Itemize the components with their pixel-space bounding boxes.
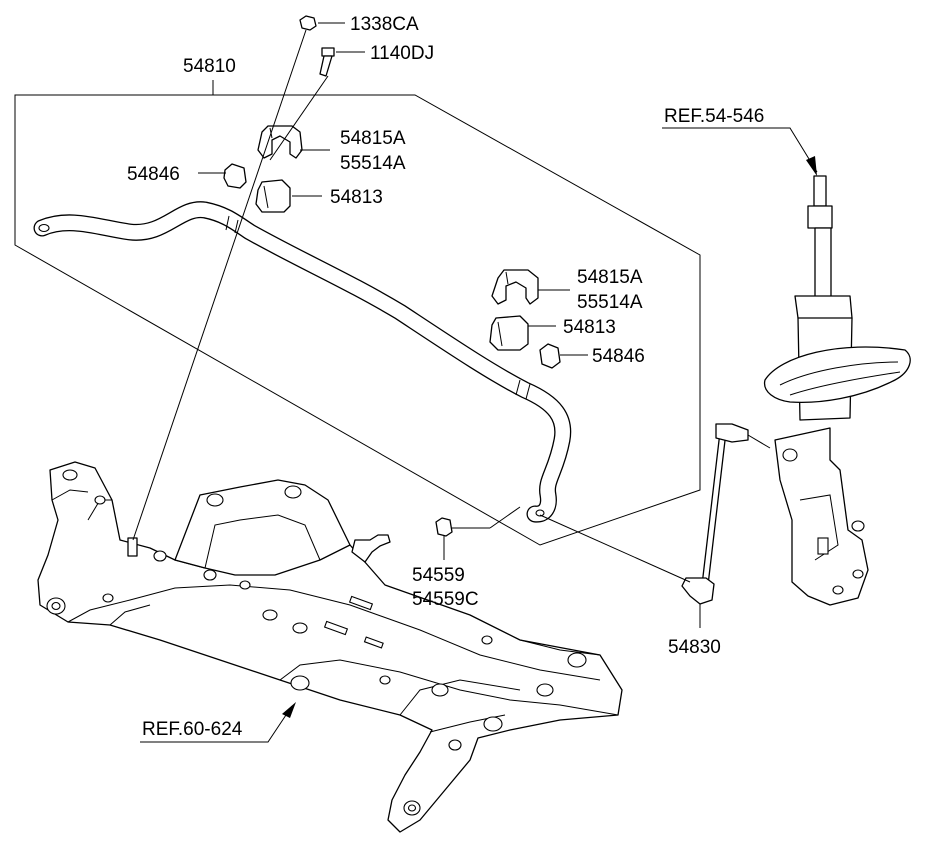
bracket-54815a-mid (491, 269, 539, 305)
label-54846-top: 54846 (127, 164, 180, 185)
label-55514a-top: 55514A (340, 153, 406, 174)
strut-assembly (763, 175, 911, 606)
leader-lines (132, 22, 818, 743)
label-54813-top: 54813 (330, 187, 383, 208)
subframe (37, 461, 623, 833)
label-55514a-mid: 55514A (577, 292, 643, 313)
nut-1338ca (299, 15, 317, 31)
label-54815a-top: 54815A (340, 128, 406, 149)
bolt-1140dj (319, 47, 335, 77)
bushing-54846-top (223, 163, 247, 189)
label-54559c: 54559C (412, 589, 479, 610)
bushing-54813-mid (489, 315, 529, 351)
bushing-54846-mid (539, 343, 561, 369)
bushing-54813-top (255, 179, 291, 213)
label-ref-subframe: REF.60-624 (142, 719, 243, 740)
stabilizer-bar (33, 201, 572, 523)
label-54810: 54810 (183, 56, 236, 77)
label-54830: 54830 (668, 637, 721, 658)
label-1140dj: 1140DJ (370, 43, 434, 64)
nut-54559 (435, 517, 453, 537)
label-54559: 54559 (412, 565, 465, 586)
label-1338ca: 1338CA (350, 14, 419, 35)
label-54815a-mid: 54815A (577, 267, 643, 288)
label-54813-mid: 54813 (563, 317, 616, 338)
label-54846-mid: 54846 (592, 346, 645, 367)
stabilizer-link (681, 423, 771, 605)
label-ref-strut: REF.54-546 (664, 106, 764, 127)
stabilizer-group-outline (14, 80, 701, 546)
